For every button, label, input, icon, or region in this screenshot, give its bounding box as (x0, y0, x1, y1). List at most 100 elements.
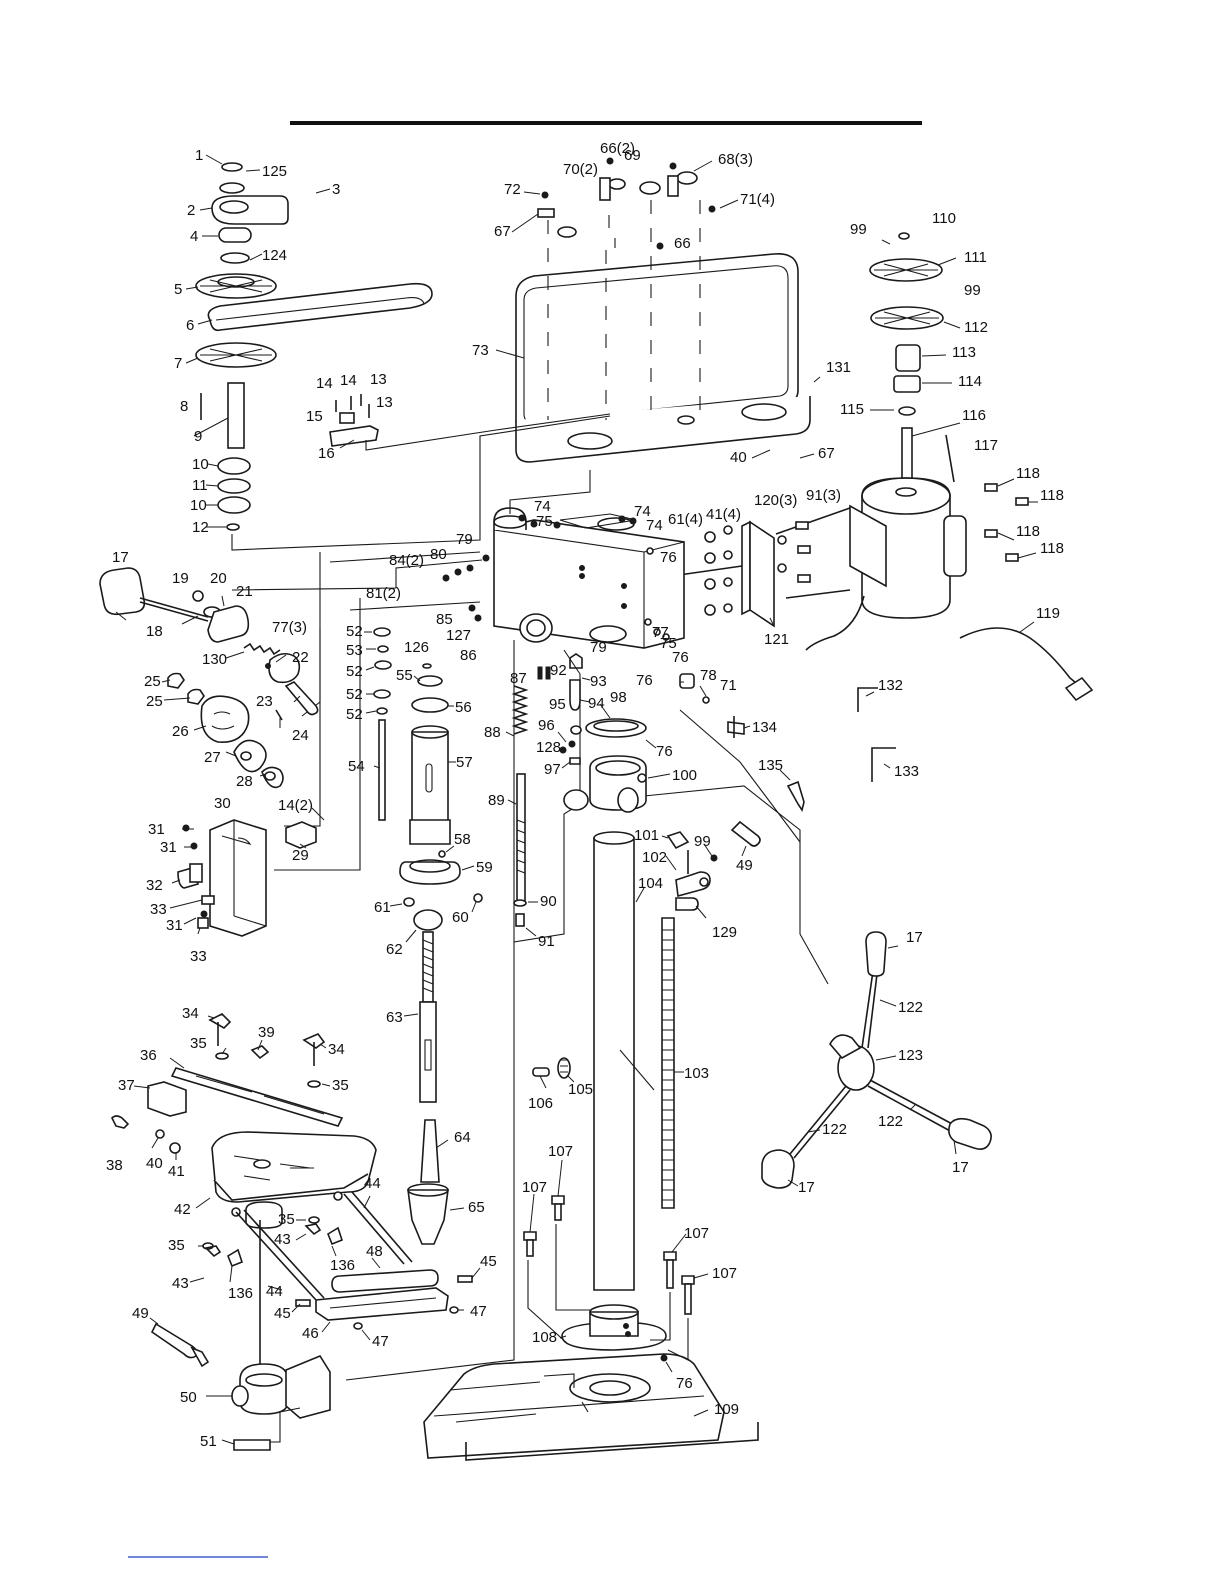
motor-mount-bracket (643, 483, 1029, 628)
part-label: 99 (694, 833, 711, 850)
part-label: 59 (476, 859, 493, 876)
part-label: 72 (504, 181, 521, 198)
feed-handle-left (99, 567, 319, 721)
part-label: 64 (454, 1129, 471, 1146)
part-label: 106 (528, 1095, 553, 1112)
part-label: 33 (150, 901, 167, 918)
part-label: 48 (366, 1243, 383, 1260)
part-label: 16 (318, 445, 335, 462)
part-label: 104 (638, 875, 663, 892)
part-label: 109 (714, 1401, 739, 1418)
part-label: 9 (194, 428, 202, 445)
part-label: 43 (274, 1231, 291, 1248)
part-label: 47 (470, 1303, 487, 1320)
part-label: 74 (646, 517, 663, 534)
column-rack (661, 917, 675, 1209)
part-label: 3 (332, 181, 340, 198)
column-tube (593, 831, 655, 1291)
part-label: 112 (964, 319, 988, 336)
part-label: 17 (798, 1179, 815, 1196)
part-label: 66(2) (600, 140, 635, 157)
part-label: 74 (534, 498, 551, 515)
part-label: 70(2) (563, 161, 598, 178)
part-label: 35 (190, 1035, 207, 1052)
part-label: 136 (228, 1285, 253, 1302)
part-label: 75 (660, 635, 677, 652)
part-label: 39 (258, 1024, 275, 1041)
part-label: 71(4) (740, 191, 775, 208)
part-label: 69 (624, 147, 641, 164)
part-label: 14(2) (278, 797, 313, 814)
part-label: 85 (436, 611, 453, 628)
part-label: 27 (204, 749, 221, 766)
part-label: 87 (510, 670, 527, 687)
part-label: 132 (878, 677, 903, 694)
part-label: 61(4) (668, 511, 703, 528)
part-label: 26 (172, 723, 189, 740)
part-label: 47 (372, 1333, 389, 1350)
part-label: 79 (590, 639, 607, 656)
head-casting (442, 507, 685, 680)
part-label: 103 (684, 1065, 709, 1082)
part-label: 18 (146, 623, 163, 640)
table-support-arm (150, 1220, 331, 1451)
part-label: 131 (826, 359, 851, 376)
part-label: 50 (180, 1389, 197, 1406)
part-label: 126 (404, 639, 429, 656)
part-label: 1 (195, 147, 203, 164)
part-label: 79 (456, 531, 473, 548)
part-label: 58 (454, 831, 471, 848)
part-label: 17 (952, 1159, 969, 1176)
switch-bracket (329, 394, 611, 451)
part-label: 56 (455, 699, 472, 716)
part-label: 125 (262, 163, 287, 180)
part-label: 107 (712, 1265, 737, 1282)
part-label: 43 (172, 1275, 189, 1292)
part-label: 44 (266, 1283, 283, 1300)
part-label: 122 (822, 1121, 847, 1138)
part-label: 53 (346, 642, 363, 659)
part-label: 89 (488, 792, 505, 809)
part-label: 21 (236, 583, 253, 600)
part-label: 118 (1016, 465, 1040, 482)
part-label: 123 (898, 1047, 923, 1064)
part-label: 99 (850, 221, 867, 238)
part-label: 49 (132, 1305, 149, 1322)
depth-stop-parts (167, 672, 284, 789)
part-label: 35 (278, 1211, 295, 1228)
part-label: 76 (656, 743, 673, 760)
part-label: 77 (652, 624, 669, 641)
part-label: 41(4) (706, 506, 741, 523)
part-label: 4 (190, 228, 198, 245)
part-label: 91(3) (806, 487, 841, 504)
part-label: 24 (292, 727, 309, 744)
part-label: 33 (190, 948, 207, 965)
part-label: 99 (964, 282, 981, 299)
quill-spindle-assembly (373, 627, 483, 1245)
part-label: 45 (480, 1253, 497, 1270)
part-label: 86 (460, 647, 477, 664)
part-label: 101 (634, 827, 659, 844)
part-label: 134 (752, 719, 777, 736)
part-label: 30 (214, 795, 231, 812)
part-label: 62 (386, 941, 403, 958)
part-label: 29 (292, 847, 309, 864)
part-label: 67 (818, 445, 835, 462)
part-label: 63 (386, 1009, 403, 1026)
part-label: 10 (190, 497, 207, 514)
part-label: 38 (106, 1157, 123, 1174)
table-assembly (111, 1013, 473, 1330)
part-label: 66 (674, 235, 691, 252)
part-label: 115 (840, 401, 864, 418)
part-label: 13 (370, 371, 387, 388)
part-label: 75 (536, 513, 553, 530)
part-label: 91 (538, 933, 555, 950)
part-label: 46 (302, 1325, 319, 1342)
part-label: 5 (174, 281, 182, 298)
part-label: 13 (376, 394, 393, 411)
part-label: 118 (1040, 540, 1064, 557)
part-label: 135 (758, 757, 783, 774)
belt-guard-cover (515, 253, 811, 463)
part-label: 111 (964, 249, 987, 266)
